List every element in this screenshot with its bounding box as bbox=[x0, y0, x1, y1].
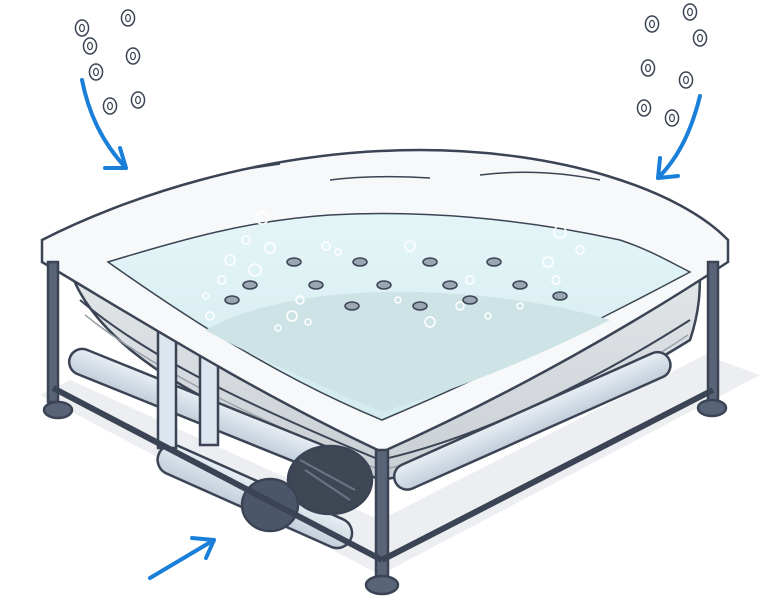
water-bubble bbox=[255, 211, 269, 225]
bubble-icon bbox=[125, 47, 141, 65]
bubble-icon bbox=[682, 3, 698, 21]
arrow-icon-right bbox=[656, 94, 702, 180]
jet-nozzle-icon bbox=[552, 291, 568, 301]
jet-nozzle-icon bbox=[462, 295, 478, 305]
water-bubble bbox=[295, 295, 305, 305]
water-bubbles bbox=[202, 211, 585, 332]
bubble-icon bbox=[636, 99, 652, 117]
jet-nozzle-icon bbox=[308, 280, 324, 290]
water-bubble bbox=[465, 275, 475, 285]
jet-nozzles bbox=[224, 257, 568, 311]
water-bubble bbox=[551, 275, 561, 285]
arrow-icon-left bbox=[80, 78, 128, 170]
jet-nozzle-icon bbox=[224, 295, 240, 305]
bubble-icon bbox=[640, 59, 656, 77]
bubble-icon bbox=[692, 29, 708, 47]
water-bubble bbox=[274, 324, 282, 332]
water-bubble bbox=[334, 248, 342, 256]
water-bubble bbox=[404, 240, 416, 252]
water-bubble bbox=[205, 311, 215, 321]
air-bubbles-left bbox=[74, 9, 146, 115]
bubble-icon bbox=[678, 71, 694, 89]
water-bubble bbox=[264, 242, 276, 254]
jet-nozzle-icon bbox=[486, 257, 502, 267]
water-bubble bbox=[304, 318, 312, 326]
water-bubble bbox=[542, 256, 554, 268]
jet-nozzle-icon bbox=[352, 257, 368, 267]
water-bubble bbox=[217, 275, 227, 285]
bubble-icon bbox=[88, 63, 104, 81]
frame-front bbox=[42, 260, 728, 596]
water-bubble bbox=[321, 241, 331, 251]
jet-nozzle-icon bbox=[412, 301, 428, 311]
water-bubble bbox=[575, 245, 585, 255]
jet-nozzle-icon bbox=[344, 301, 360, 311]
rim-highlights bbox=[239, 163, 601, 181]
water-bubble bbox=[224, 254, 236, 266]
bubble-icon bbox=[74, 19, 90, 37]
bubble-icon bbox=[82, 37, 98, 55]
jet-nozzle-icon bbox=[422, 257, 438, 267]
jet-nozzle-icon bbox=[512, 280, 528, 290]
water-deep bbox=[205, 291, 610, 412]
arrow-icon-bottom bbox=[148, 536, 216, 580]
water-bubble bbox=[424, 316, 436, 328]
water-bubble bbox=[286, 310, 298, 322]
air-bubbles-right bbox=[636, 3, 708, 127]
jet-nozzle-icon bbox=[442, 280, 458, 290]
jet-nozzle-icon bbox=[286, 257, 302, 267]
water-bubble bbox=[553, 225, 567, 239]
jet-nozzle-icon bbox=[376, 280, 392, 290]
bubble-icon bbox=[120, 9, 136, 27]
water-bubble bbox=[248, 263, 262, 277]
jet-nozzle-icon bbox=[242, 280, 258, 290]
bubble-icon bbox=[644, 15, 660, 33]
bubble-icon bbox=[102, 97, 118, 115]
bubble-icon bbox=[664, 109, 680, 127]
water-bubble bbox=[484, 312, 492, 320]
water-bubble bbox=[241, 235, 251, 245]
water-bubble bbox=[516, 302, 524, 310]
water-bubble bbox=[394, 296, 402, 304]
water-bubble bbox=[455, 301, 465, 311]
bubble-icon bbox=[130, 91, 146, 109]
water-bubble bbox=[202, 292, 210, 300]
